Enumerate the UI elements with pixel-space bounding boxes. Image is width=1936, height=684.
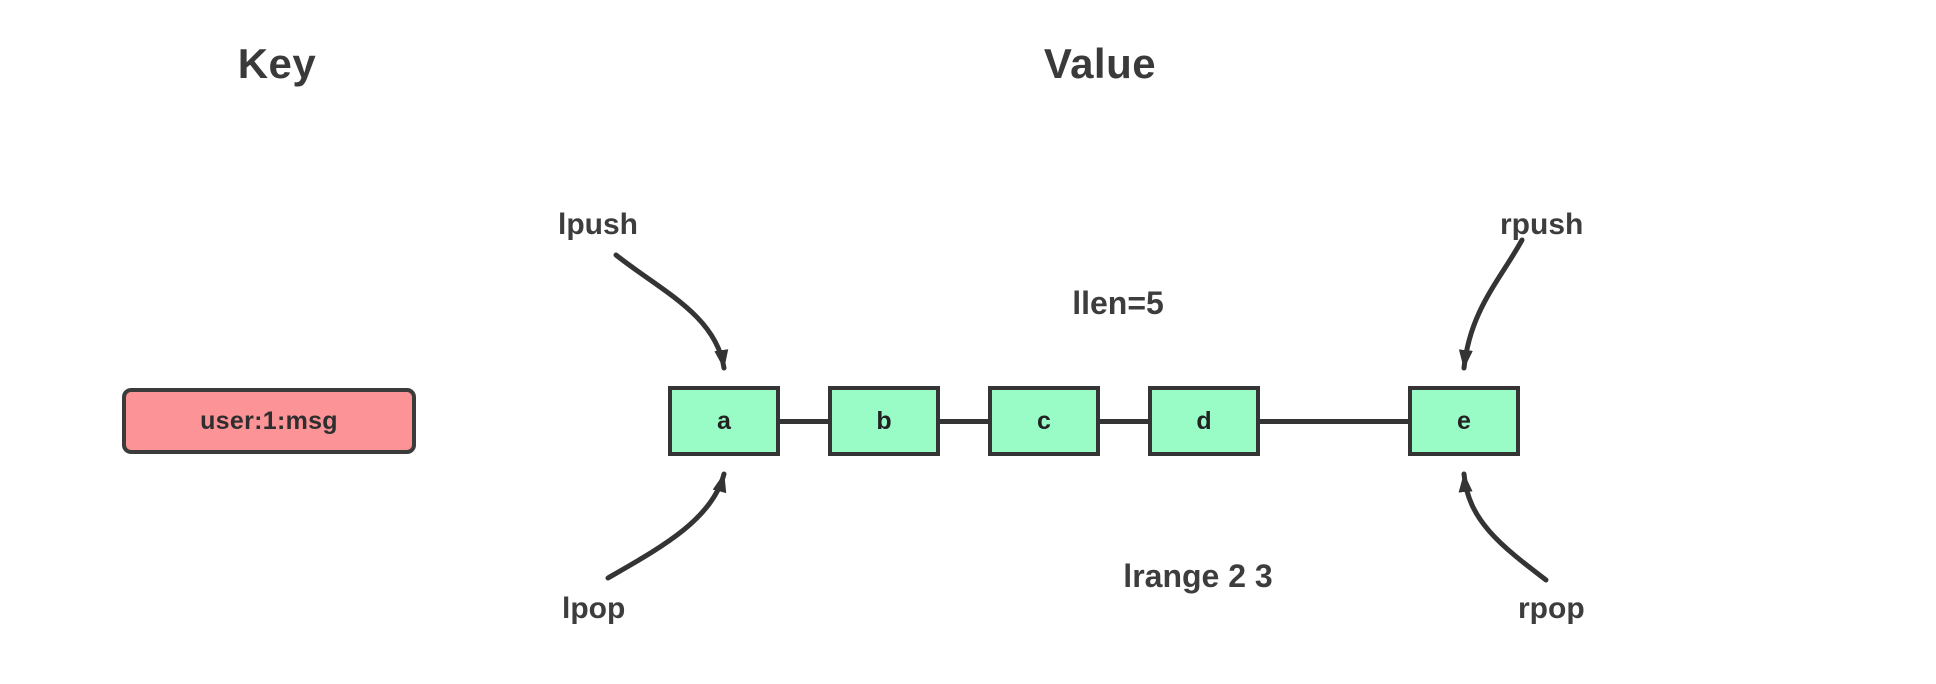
rpop-label: rpop xyxy=(1518,592,1585,625)
list-node-4: e xyxy=(1408,386,1520,456)
rpop-arrow xyxy=(1458,471,1549,583)
lrange-annotation: lrange 2 3 xyxy=(1123,558,1273,594)
list-connector-1 xyxy=(940,419,988,424)
list-connector-4 xyxy=(1308,419,1408,424)
rpush-label: rpush xyxy=(1500,208,1584,241)
lpush-label: lpush xyxy=(558,208,638,241)
list-connector-0 xyxy=(780,419,828,424)
list-connector-3 xyxy=(1260,419,1308,424)
lpop-arrow xyxy=(605,471,727,581)
list-node-2: c xyxy=(988,386,1100,456)
lpush-arrow xyxy=(613,252,729,371)
list-connector-2 xyxy=(1100,419,1148,424)
rpush-arrow xyxy=(1458,237,1525,371)
list-node-0: a xyxy=(668,386,780,456)
llen-annotation: llen=5 xyxy=(1072,285,1164,321)
list-node-1: b xyxy=(828,386,940,456)
value-column-title: Value xyxy=(1043,40,1157,87)
key-box: user:1:msg xyxy=(122,388,416,454)
key-column-title: Key xyxy=(237,40,317,87)
lpop-label: lpop xyxy=(562,592,626,625)
list-node-3: d xyxy=(1148,386,1260,456)
